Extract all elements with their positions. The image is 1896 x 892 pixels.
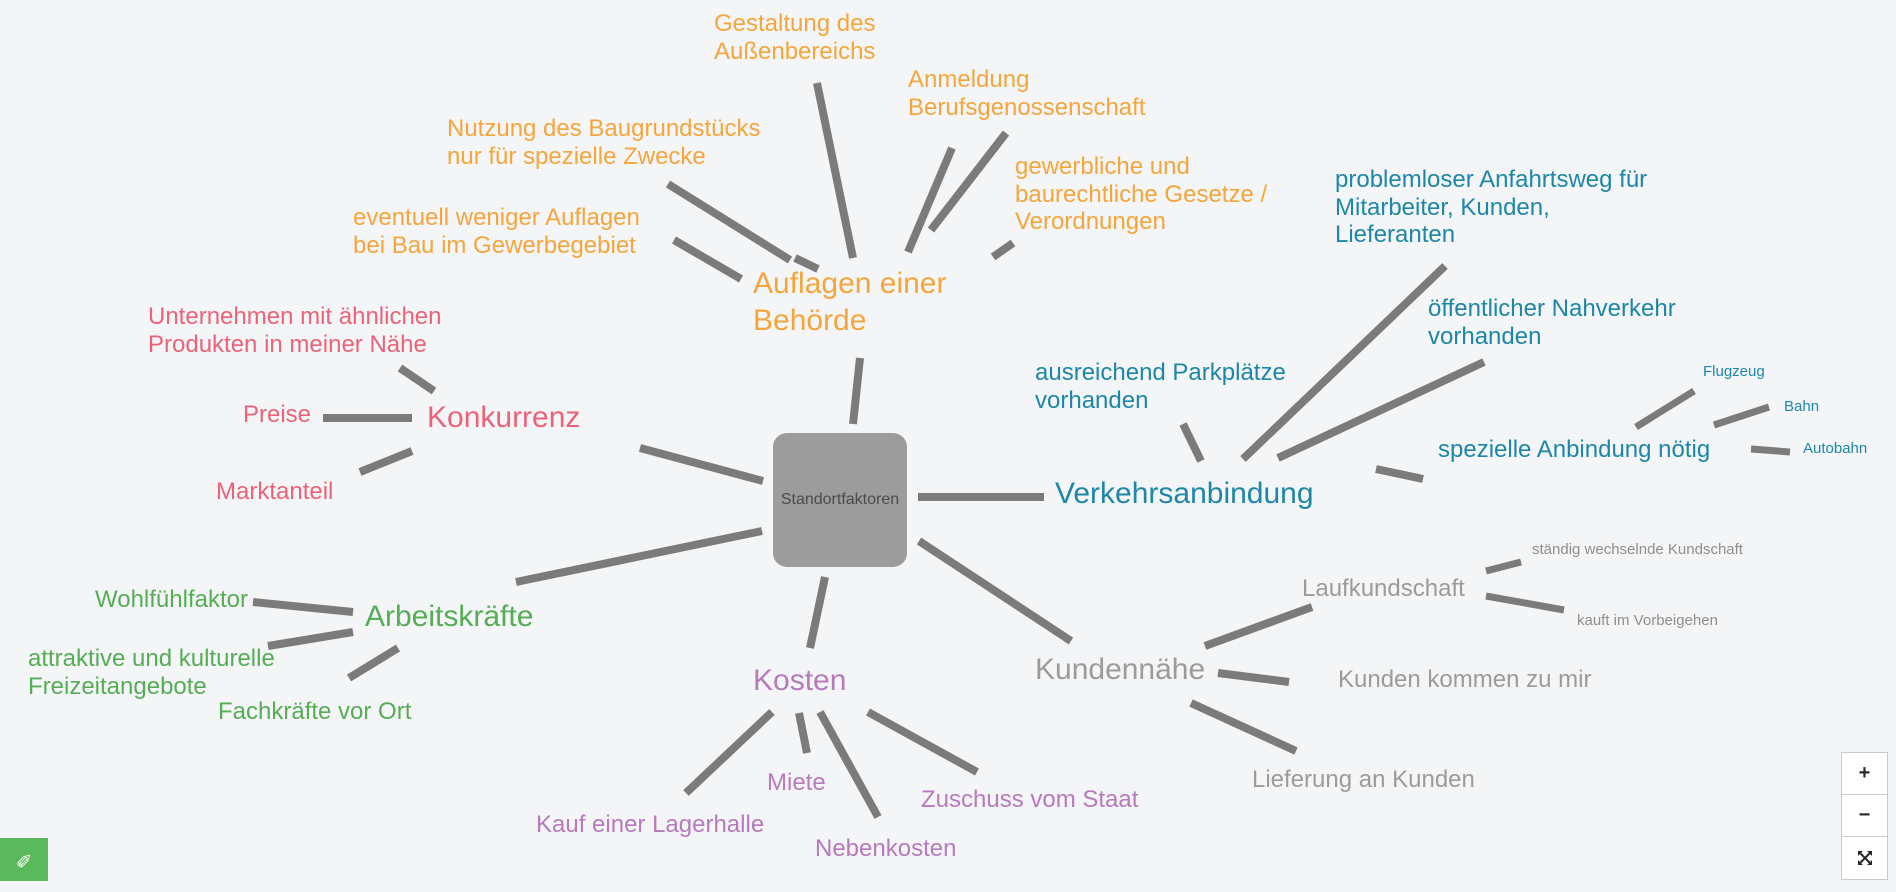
sub-lieferung-an-kunden[interactable]: Lieferung an Kunden — [1252, 766, 1475, 793]
sub-unternehmen-mit-aehnlichen-produkten[interactable]: Unternehmen mit ähnlichen Produkten in m… — [148, 303, 442, 358]
sub-oeffentlicher-nahverkehr[interactable]: öffentlicher Nahverkehr vorhanden — [1428, 295, 1676, 350]
branch-konkurrenz[interactable]: Konkurrenz — [427, 401, 581, 434]
sub-spezielle-anbindung-noetig[interactable]: spezielle Anbindung nötig — [1438, 436, 1711, 463]
root-node-standortfaktoren[interactable]: Standortfaktoren — [773, 433, 907, 567]
zoom-in-button[interactable]: + — [1842, 753, 1887, 795]
sub-problemloser-anfahrtsweg[interactable]: problemloser Anfahrtsweg für Mitarbeiter… — [1335, 166, 1648, 249]
fullscreen-button[interactable] — [1842, 837, 1887, 879]
leaf-flugzeug[interactable]: Flugzeug — [1703, 363, 1765, 380]
sub-gestaltung-des-aussenbereichs[interactable]: Gestaltung des Außenbereichs — [714, 10, 876, 65]
sub-laufkundschaft[interactable]: Laufkundschaft — [1302, 575, 1465, 602]
leaf-bahn[interactable]: Bahn — [1784, 398, 1820, 415]
expand-arrows-icon — [1857, 851, 1872, 865]
sub-nebenkosten[interactable]: Nebenkosten — [815, 835, 957, 862]
root-label: Standortfaktoren — [780, 491, 900, 508]
branch-kundennaehe[interactable]: Kundennähe — [1035, 653, 1206, 686]
sub-ausreichend-parkplaetze[interactable]: ausreichend Parkplätze vorhanden — [1035, 359, 1286, 414]
branch-kosten[interactable]: Kosten — [753, 664, 847, 697]
sub-nutzung-des-baugrundstuecks[interactable]: Nutzung des Baugrundstücks nur für spezi… — [447, 115, 761, 170]
zoom-out-button[interactable]: − — [1842, 795, 1887, 837]
sub-attraktive-und-kulturelle-freizeitangebote[interactable]: attraktive und kulturelle Freizeitangebo… — [28, 645, 275, 700]
edit-button[interactable]: ✎ — [0, 838, 48, 881]
sub-kunden-kommen-zu-mir[interactable]: Kunden kommen zu mir — [1338, 666, 1592, 693]
leaf-autobahn[interactable]: Autobahn — [1803, 440, 1868, 457]
sub-wohlfuehlfaktor[interactable]: Wohlfühlfaktor — [95, 586, 248, 613]
sub-gewerbliche-und-baurechtliche-gesetze[interactable]: gewerbliche und baurechtliche Gesetze / … — [1015, 153, 1268, 236]
sub-kauf-einer-lagerhalle[interactable]: Kauf einer Lagerhalle — [536, 811, 765, 838]
sub-anmeldung-berufsgenossenschaft[interactable]: Anmeldung Berufsgenossenschaft — [908, 66, 1146, 121]
zoom-controls: + − — [1841, 752, 1888, 880]
leaf-kauft-im-vorbeigehen[interactable]: kauft im Vorbeigehen — [1577, 612, 1718, 629]
sub-fachkraefte-vor-ort[interactable]: Fachkräfte vor Ort — [218, 698, 412, 725]
sub-eventuell-weniger-auflagen[interactable]: eventuell weniger Auflagen bei Bau im Ge… — [353, 204, 640, 259]
branch-arbeitskraefte[interactable]: Arbeitskräfte — [365, 600, 534, 633]
pencil-icon: ✎ — [15, 848, 33, 870]
branch-verkehrsanbindung[interactable]: Verkehrsanbindung — [1055, 477, 1314, 510]
sub-miete[interactable]: Miete — [767, 769, 826, 796]
branch-auflagen-einer-behoerde[interactable]: Auflagen einer Behörde — [753, 267, 947, 337]
leaf-staendig-wechselnde-kundschaft[interactable]: ständig wechselnde Kundschaft — [1532, 541, 1743, 558]
sub-preise[interactable]: Preise — [243, 401, 312, 428]
sub-zuschuss-vom-staat[interactable]: Zuschuss vom Staat — [921, 786, 1139, 813]
sub-marktanteil[interactable]: Marktanteil — [216, 478, 334, 505]
